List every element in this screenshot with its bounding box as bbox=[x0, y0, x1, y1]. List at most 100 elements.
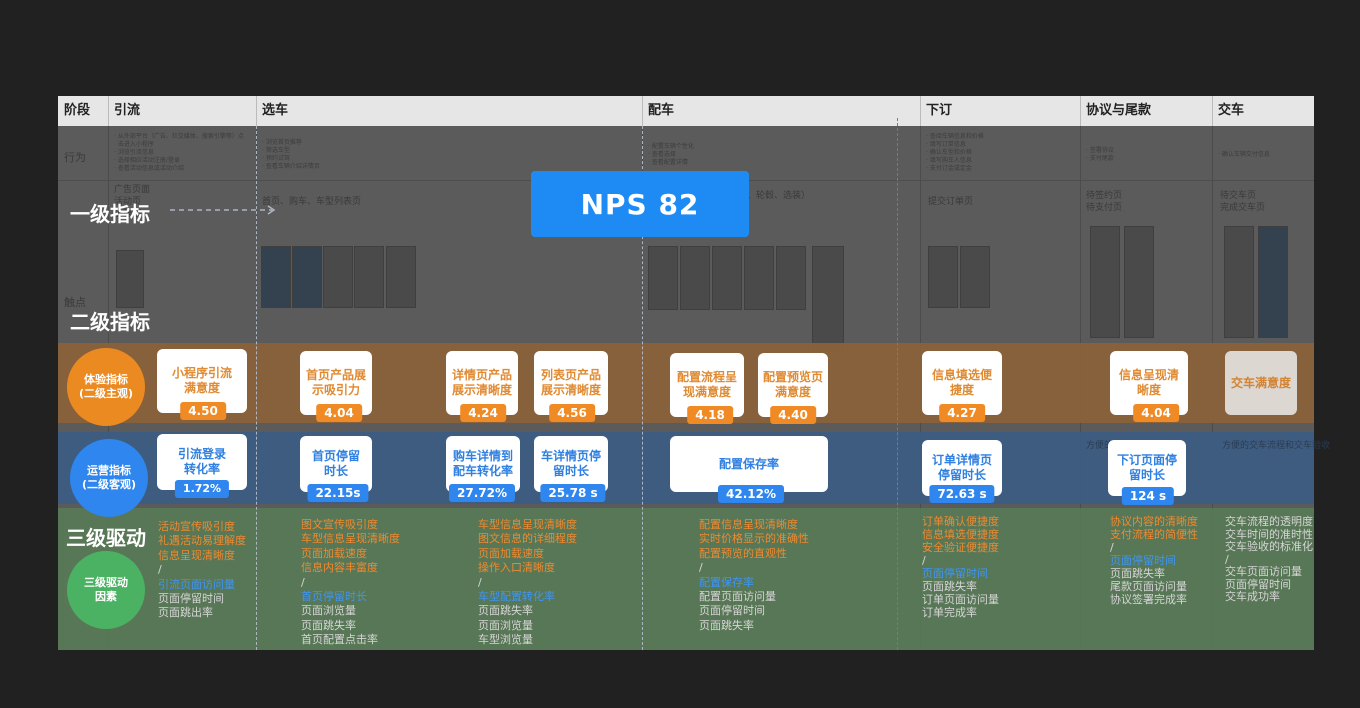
value-badge: 25.78 s bbox=[540, 484, 606, 502]
experience-card: 信息填选便捷度 bbox=[922, 351, 1002, 415]
experience-indicator-circle: 体验指标 (二级主观) bbox=[67, 348, 145, 426]
screen-thumbnail bbox=[261, 246, 291, 308]
driver-item: / bbox=[1110, 541, 1114, 554]
screen-thumbnail bbox=[1258, 226, 1288, 338]
score-badge: 4.40 bbox=[770, 406, 816, 424]
score-badge: 4.27 bbox=[939, 404, 985, 422]
operations-indicator-circle: 运营指标 (二级客观) bbox=[70, 439, 148, 517]
behavior-delivery: · 确认车辆交付信息 bbox=[1218, 151, 1270, 158]
driver-item: 页面加载速度 bbox=[478, 546, 544, 560]
card-label: 交车满意度 bbox=[1230, 375, 1291, 390]
driver-item: 页面停留时间 bbox=[1110, 554, 1176, 567]
card-label: 信息呈现清晰度 bbox=[1118, 368, 1179, 397]
drivers-config: 配置信息呈现清晰度实时价格显示的准确性配置预览的直观性/配置保存率配置页面访问量… bbox=[699, 518, 809, 633]
drv-circle-line1: 三级驱动 bbox=[84, 576, 128, 589]
driver-item: 页面跳失率 bbox=[699, 618, 754, 632]
card-label: 信息填选便捷度 bbox=[931, 368, 992, 397]
touch-traffic: 广告页面 活动页 小程序 bbox=[114, 185, 151, 219]
operations-card: 下订页面停留时长 bbox=[1108, 440, 1186, 496]
card-label: 首页停留时长 bbox=[311, 449, 360, 478]
operations-card: 配置保存率 bbox=[670, 436, 828, 492]
card-label: 下订页面停留时长 bbox=[1116, 453, 1177, 482]
screen-thumbnail bbox=[712, 246, 742, 310]
stage-header: 阶段 引流 选车 配车 下订 协议与尾款 交车 bbox=[58, 96, 1314, 126]
touch-delivery: 待交车页 完成交车页 bbox=[1220, 191, 1266, 213]
driver-item: 信息呈现清晰度 bbox=[158, 548, 235, 562]
drv-circle-line2: 因素 bbox=[95, 590, 117, 603]
driver-item: 实时价格显示的准确性 bbox=[699, 532, 809, 546]
card-label: 配置预览页满意度 bbox=[762, 370, 823, 399]
driver-item: / bbox=[158, 563, 162, 577]
driver-item: 页面浏览量 bbox=[478, 618, 533, 632]
driver-item: 尾款页面访问量 bbox=[1110, 580, 1187, 593]
drivers-band bbox=[58, 508, 1314, 650]
driver-item: 交车页面访问量 bbox=[1225, 565, 1302, 578]
ops-circle-line1: 运营指标 bbox=[87, 464, 131, 477]
behavior-order: · 查阅车辆信息和价格 · 填写订单信息 · 确认车型和价格 · 填写购车人信息… bbox=[926, 133, 984, 172]
driver-item: / bbox=[301, 575, 305, 589]
level3-label: 三级驱动 bbox=[66, 526, 146, 550]
card-label: 详情页产品展示清晰度 bbox=[451, 368, 512, 397]
header-col-traffic: 引流 bbox=[114, 103, 141, 118]
ops-circle-line2: (二级客观) bbox=[81, 478, 137, 491]
drivers-agreement: 协议内容的清晰度支付流程的简便性/页面停留时间页面跳失率尾款页面访问量协议签署完… bbox=[1110, 515, 1198, 606]
drivers-delivery: 交车流程的透明度交车时间的准时性交车验收的标准化/交车页面访问量页面停留时间交车… bbox=[1225, 515, 1313, 604]
ops-bg-delivery: 方便的交车流程和交车验收 bbox=[1222, 441, 1331, 451]
experience-card: 小程序引流满意度 bbox=[157, 349, 247, 413]
screen-thumbnail bbox=[744, 246, 774, 310]
driver-item: 交车成功率 bbox=[1225, 590, 1280, 603]
driver-item: 页面加载速度 bbox=[301, 546, 367, 560]
score-badge: 4.04 bbox=[1133, 404, 1179, 422]
dashed-guide bbox=[256, 126, 257, 650]
driver-item: 协议签署完成率 bbox=[1110, 593, 1187, 606]
driver-item: 页面跳失率 bbox=[922, 580, 977, 593]
driver-item: 安全验证便捷度 bbox=[922, 541, 999, 554]
screen-thumbnail bbox=[116, 250, 144, 308]
driver-item: 礼遇活动易理解度 bbox=[158, 534, 246, 548]
driver-item: 首页配置点击率 bbox=[301, 633, 378, 647]
behavior-select: · 浏览首页推荐 · 筛选车型 · 预约试驾 · 查看车辆介绍详情页 bbox=[262, 139, 320, 170]
driver-item: 页面跳失率 bbox=[478, 604, 533, 618]
driver-item: 车型信息呈现清晰度 bbox=[301, 532, 400, 546]
driver-item: 车型配置转化率 bbox=[478, 590, 555, 604]
driver-item: 配置保存率 bbox=[699, 575, 754, 589]
driver-item: 页面停留时间 bbox=[922, 567, 988, 580]
operations-card: 首页停留时长 bbox=[300, 436, 372, 492]
header-col-delivery: 交车 bbox=[1218, 103, 1245, 118]
driver-item: 页面跳出率 bbox=[158, 606, 213, 620]
screen-thumbnail bbox=[648, 246, 678, 310]
screen-thumbnail bbox=[1224, 226, 1254, 338]
score-badge: 4.24 bbox=[460, 404, 506, 422]
header-col-select: 选车 bbox=[262, 103, 289, 118]
driver-item: 协议内容的清晰度 bbox=[1110, 515, 1198, 528]
behavior-config: · 配置车辆个性化 · 查看选择 · 查看配置详情 bbox=[648, 143, 694, 166]
driver-item: 图文信息的详细程度 bbox=[478, 532, 577, 546]
screen-thumbnail bbox=[928, 246, 958, 308]
screen-thumbnail bbox=[960, 246, 990, 308]
card-label: 小程序引流满意度 bbox=[171, 366, 232, 395]
driver-item: 首页停留时长 bbox=[301, 590, 367, 604]
driver-item: 配置信息呈现清晰度 bbox=[699, 518, 798, 531]
screen-thumbnail bbox=[354, 246, 384, 308]
driver-item: / bbox=[922, 554, 926, 567]
dashed-guide bbox=[642, 126, 643, 650]
dashed-guide-blue bbox=[897, 118, 898, 650]
score-badge: 4.56 bbox=[549, 404, 595, 422]
drivers-detail: 车型信息呈现清晰度图文信息的详细程度页面加载速度操作入口清晰度/车型配置转化率页… bbox=[478, 518, 577, 648]
behavior-traffic: · 从外部平台（广告、社交媒体、搜索引擎等）点 击进入小程序 · 浏览引流信息 … bbox=[114, 133, 244, 172]
driver-item: 图文宣传吸引度 bbox=[301, 518, 378, 531]
level1-arrow bbox=[170, 205, 276, 215]
header-col-order: 下订 bbox=[926, 103, 953, 118]
exp-circle-line1: 体验指标 bbox=[84, 373, 128, 386]
level1-label: 一级指标 bbox=[70, 202, 150, 226]
card-label: 配置保存率 bbox=[718, 456, 779, 471]
operations-card: 购车详情到配车转化率 bbox=[446, 436, 520, 492]
touch-select: 首页、购车、车型列表页 bbox=[262, 197, 362, 207]
score-badge: 4.04 bbox=[316, 404, 362, 422]
drivers-homepage: 图文宣传吸引度车型信息呈现清晰度页面加载速度信息内容丰富度/首页停留时长页面浏览… bbox=[301, 518, 400, 648]
drivers-order: 订单确认便捷度信息填选便捷度安全验证便捷度/页面停留时间页面跳失率订单页面访问量… bbox=[922, 515, 999, 619]
driver-item: / bbox=[699, 561, 703, 575]
driver-item: 页面跳失率 bbox=[301, 618, 356, 632]
row-label-touchpoint: 触点 bbox=[64, 296, 86, 309]
drivers-traffic: 活动宣传吸引度礼遇活动易理解度信息呈现清晰度/引流页面访问量页面停留时间页面跳出… bbox=[158, 520, 246, 621]
